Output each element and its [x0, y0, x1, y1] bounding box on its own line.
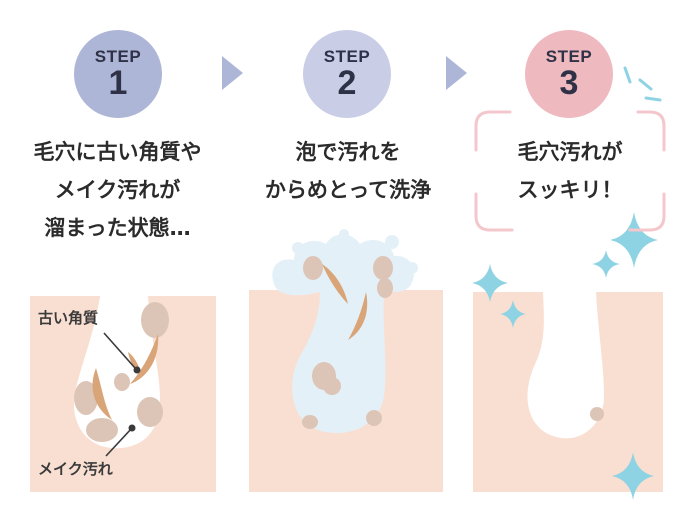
step-3-badge: STEP 3	[525, 30, 613, 118]
leader-dot	[128, 424, 136, 432]
step-2-badge: STEP 2	[303, 30, 391, 118]
dirt-blob	[590, 407, 604, 421]
dirt-blob	[303, 256, 323, 280]
leader-line-keratin	[103, 332, 136, 369]
shine-lines	[623, 66, 662, 102]
shine-line	[644, 96, 662, 102]
skin-block-1	[30, 296, 216, 492]
keratin-flake	[322, 264, 348, 304]
caption-line: 泡で汚れを	[295, 140, 401, 164]
step-2-caption: 泡で汚れを からめとって洗浄	[232, 133, 464, 209]
step-number: 3	[559, 64, 579, 102]
lifted-dirt-blobs	[302, 256, 393, 429]
dirt-blob	[302, 415, 318, 429]
sparkle-icon	[500, 300, 526, 328]
pore-panel-1	[30, 296, 216, 492]
caption-line: からめとって洗浄	[264, 178, 432, 202]
pore-panel-2	[249, 229, 443, 492]
frame-corner-bottom-left	[474, 192, 514, 232]
step-label: STEP	[94, 47, 142, 66]
caption-line: メイク汚れが	[54, 178, 181, 202]
step-label: STEP	[323, 47, 371, 66]
skin-block-3	[473, 292, 663, 492]
caption-line: 毛穴に古い角質や	[33, 140, 202, 164]
dirt-blob	[86, 418, 118, 442]
dirt-blob	[137, 397, 163, 427]
foam-bubble	[406, 262, 418, 274]
dirt-blob	[323, 377, 341, 395]
leader-line-dirt	[105, 427, 133, 457]
keratin-flake	[348, 292, 368, 340]
skin-block-2	[249, 290, 443, 492]
sparkle-icon	[592, 250, 620, 278]
shine-line	[638, 78, 653, 91]
makeup-dirt-blobs	[74, 302, 169, 442]
keratin-flake	[130, 334, 159, 384]
makeup-dirt-label: メイク汚れ	[38, 460, 113, 478]
sparkle-icon	[612, 452, 654, 500]
leader-lines	[103, 332, 141, 457]
sparkle-icon	[610, 212, 658, 268]
frame-corner-top-right	[636, 110, 666, 152]
dirt-blob	[141, 302, 169, 338]
frame-corner-top-left	[474, 110, 512, 152]
foam-bubble	[292, 242, 304, 254]
foam-bubble	[339, 229, 349, 239]
step-number: 2	[337, 64, 357, 102]
dirt-blob	[373, 256, 393, 280]
leader-dot	[133, 366, 141, 374]
shine-line	[623, 66, 632, 84]
step-label: STEP	[545, 47, 593, 66]
step-1-caption: 毛穴に古い角質や メイク汚れが 溜まった状態…	[0, 133, 235, 247]
old-keratin-label: 古い角質	[38, 309, 99, 327]
step-arrow-icon	[222, 56, 243, 90]
lifted-keratin-flakes	[322, 264, 368, 340]
step-3-caption: 毛穴汚れが スッキリ！	[460, 133, 680, 209]
caption-frame	[474, 110, 666, 232]
dirt-blob	[377, 278, 393, 298]
foam-bubbles	[292, 229, 418, 274]
foam-bubble	[385, 235, 399, 249]
caption-line: スッキリ！	[517, 178, 623, 202]
pore-panel-3	[472, 66, 666, 500]
caption-line: 毛穴汚れが	[517, 140, 623, 164]
dirt-blob	[366, 410, 382, 426]
frame-corner-bottom-right	[628, 192, 666, 232]
sparkles	[472, 212, 658, 500]
step-1-badge: STEP 1	[74, 30, 162, 118]
step-number: 1	[108, 64, 128, 102]
caption-line: 溜まった状態…	[44, 216, 191, 240]
dirt-blob	[114, 373, 130, 391]
sparkle-icon	[472, 264, 508, 302]
dirt-blob	[74, 381, 98, 415]
step-arrow-icon	[446, 56, 467, 90]
keratin-flake	[92, 368, 112, 420]
